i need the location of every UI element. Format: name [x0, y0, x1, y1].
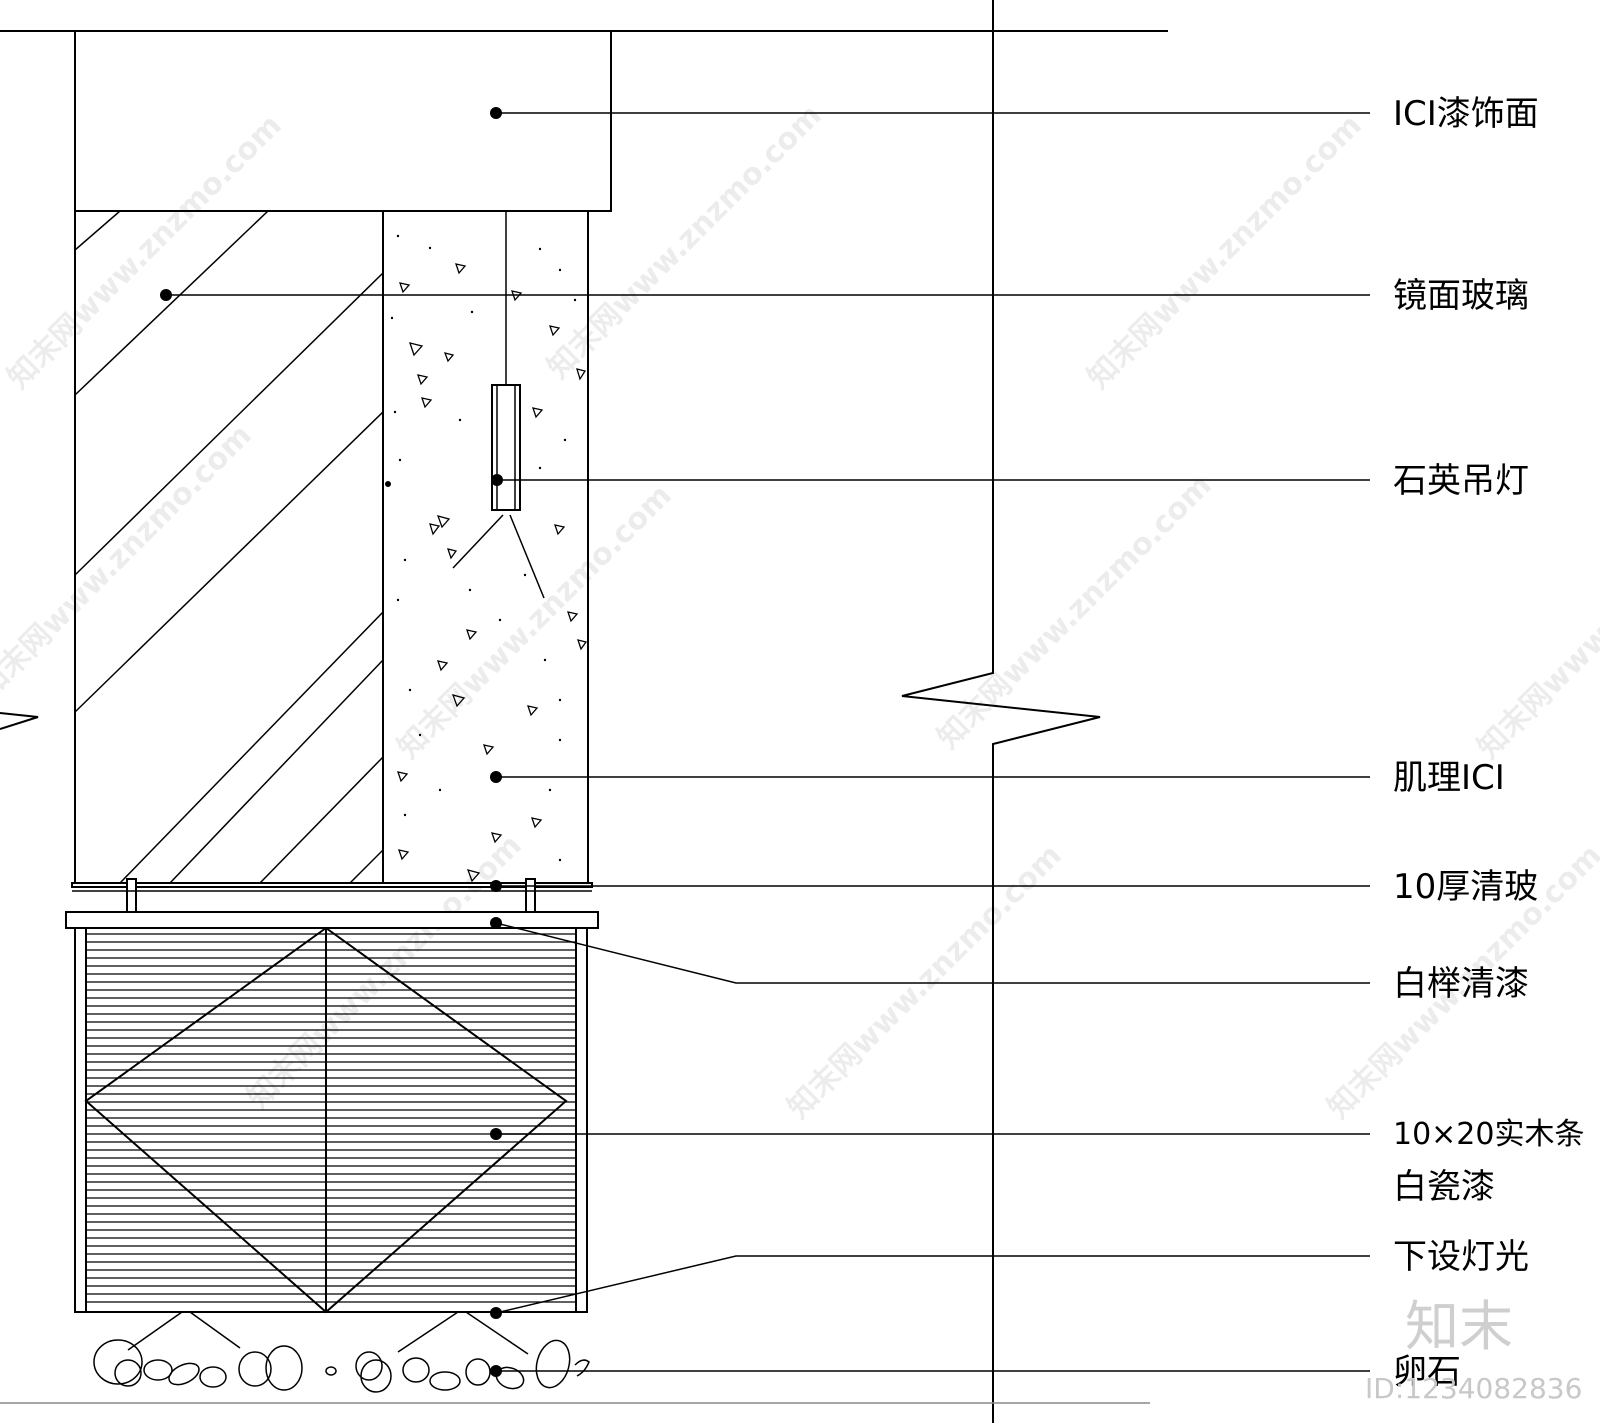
texture-column [382, 210, 589, 884]
label-quartz-lamp: 石英吊灯 [1393, 461, 1529, 501]
planter-box [74, 927, 588, 1314]
label-mirror-glass: 镜面玻璃 [1393, 276, 1529, 316]
label-pebbles: 卵石 [1393, 1352, 1461, 1392]
watermark-text: 知末网www.znzmo.com [781, 838, 1069, 1126]
label-texture-ici: 肌理ICI [1393, 758, 1505, 798]
watermark-text: 知末网www.znzmo.com [1471, 478, 1600, 766]
watermark-id: ID:1234082836 [1365, 1372, 1582, 1405]
glass-top-rail [71, 878, 593, 913]
watermark-text: 知末网www.znzmo.com [241, 828, 529, 1116]
watermark-text: 知末网www.znzmo.com [931, 468, 1219, 756]
label-white-enamel: 白瓷漆 [1393, 1167, 1495, 1207]
label-birch-varnish: 白榉清漆 [1393, 964, 1529, 1004]
leader-dots [160, 107, 503, 1377]
annotation-labels: ICI漆饰面 镜面玻璃 石英吊灯 肌理ICI 10厚清玻 白榉清漆 10×20实… [1393, 94, 1584, 1392]
cap-board [65, 911, 599, 929]
base-lights [127, 1311, 529, 1355]
watermark-text: 知末网www.znzmo.com [1081, 108, 1369, 396]
watermark-text: 知末网www.znzmo.com [1, 108, 289, 396]
watermark-logo: 知末 [1405, 1295, 1513, 1358]
watermark-layer: 知末网www.znzmo.com 知末网www.znzmo.com 知末网www… [0, 98, 1600, 1126]
watermark-text: 知末网www.znzmo.com [391, 478, 679, 766]
ceiling-box [74, 30, 612, 212]
break-line [901, 0, 1101, 1423]
left-break-mark [0, 712, 39, 730]
watermark-text: 知末网www.znzmo.com [0, 418, 259, 706]
pebbles [93, 1339, 590, 1393]
watermark-text: 知末网www.znzmo.com [541, 98, 829, 386]
label-clear-glass: 10厚清玻 [1393, 867, 1538, 907]
label-ici-finish: ICI漆饰面 [1393, 94, 1539, 134]
quartz-pendant-lamp [452, 384, 545, 599]
label-wood-strip: 10×20实木条 [1393, 1117, 1584, 1152]
leader-lines [166, 112, 1370, 1372]
label-light-below: 下设灯光 [1393, 1237, 1529, 1277]
